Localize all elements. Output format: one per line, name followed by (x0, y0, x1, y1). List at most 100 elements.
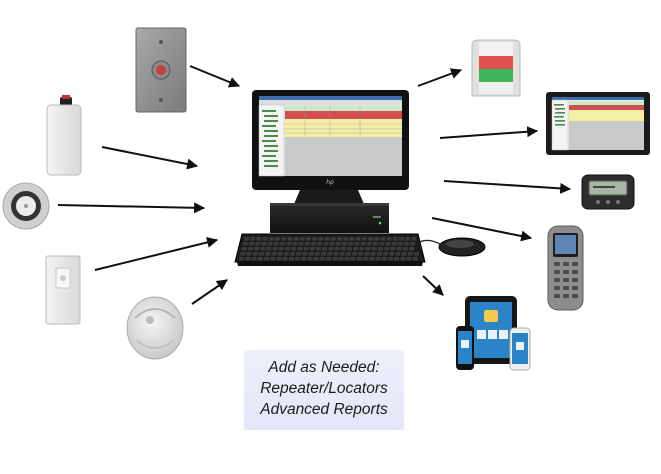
keyboard-key (285, 247, 290, 251)
keyboard-key (282, 257, 288, 261)
keyboard-key (266, 247, 272, 251)
keyboard-key (366, 242, 372, 246)
keyboard-key (313, 257, 319, 261)
keyboard-key (324, 237, 330, 241)
keyboard-key (245, 257, 251, 261)
keyboard-key (271, 252, 277, 256)
keyboard-key (250, 237, 256, 241)
keyboard-key (242, 242, 248, 246)
keyboard-key (381, 257, 387, 261)
keyboard-key (405, 237, 411, 241)
keyboard-key (342, 242, 347, 246)
wall-call-switch-icon (45, 255, 81, 325)
keyboard-key (272, 247, 278, 251)
keyboard-key (240, 252, 246, 256)
keyboard-key (348, 242, 354, 246)
keyboard-key (328, 247, 334, 251)
keyboard-key (239, 257, 245, 261)
keyboard-key (270, 257, 276, 261)
keyboard-key (376, 252, 382, 256)
keyboard-key (323, 242, 329, 246)
keyboard-key (297, 247, 303, 251)
arrow-pendant-to-hub (101, 146, 199, 170)
keyboard-key (337, 237, 342, 241)
wall-pull-station-icon (135, 27, 187, 113)
keyboard-key (247, 247, 253, 251)
keyboard-key (307, 257, 313, 261)
add-as-needed-caption: Add as Needed: Repeater/Locators Advance… (244, 350, 404, 430)
keyboard-key (339, 252, 345, 256)
keyboard-key (329, 242, 335, 246)
keyboard-key (394, 257, 400, 261)
keyboard-key (404, 242, 409, 246)
keyboard-icon (234, 233, 426, 266)
keyboard-key (407, 252, 413, 256)
monitoring-workstation: hp (234, 90, 486, 266)
keyboard-key (347, 247, 352, 251)
keyboard-key (261, 242, 267, 246)
keyboard-key (303, 247, 309, 251)
keyboard-key (295, 257, 300, 261)
keyboard-key (399, 237, 404, 241)
keyboard-key (293, 237, 299, 241)
keyboard-key (287, 237, 293, 241)
keyboard-key (246, 252, 252, 256)
arrow-hub-to-remote-monitor (439, 126, 539, 139)
keyboard-key (312, 237, 318, 241)
arrow-motion-sensor-to-hub (191, 279, 228, 305)
arrow-pull-station-to-hub (189, 65, 241, 88)
keyboard-key (406, 257, 412, 261)
keyboard-key (291, 247, 297, 251)
keyboard-key (262, 237, 268, 241)
keyboard-key (340, 247, 346, 251)
keyboard-key (306, 237, 311, 241)
keyboard-key (361, 237, 367, 241)
keyboard-key (256, 237, 262, 241)
keyboard-key (352, 252, 357, 256)
keyboard-key (321, 252, 326, 256)
keyboard-key (314, 252, 320, 256)
ceiling-motion-sensor-icon (126, 296, 184, 360)
keyboard-key (283, 252, 289, 256)
keyboard-key (251, 257, 257, 261)
keyboard-key (383, 252, 388, 256)
caption-line-2: Repeater/Locators (260, 380, 388, 397)
dome-light-icon (471, 39, 521, 97)
keyboard-key (390, 247, 396, 251)
mouse-icon (419, 237, 486, 257)
keyboard-key (334, 247, 340, 251)
keyboard-key (292, 242, 298, 246)
keyboard-key (252, 252, 258, 256)
keyboard-key (275, 237, 280, 241)
keyboard-key (335, 242, 341, 246)
caption-line-3: Advanced Reports (260, 401, 388, 418)
keyboard-key (345, 252, 351, 256)
keyboard-key (397, 242, 403, 246)
caption-line-1: Add as Needed: (268, 359, 380, 376)
keyboard-key (395, 252, 401, 256)
keyboard-key (365, 247, 371, 251)
keyboard-key (364, 252, 370, 256)
keyboard-key (392, 237, 398, 241)
keyboard-key (379, 242, 385, 246)
keyboard-key (318, 237, 324, 241)
tablet-and-phones-icon (456, 296, 531, 371)
keyboard-key (402, 247, 408, 251)
keyboard-key (401, 252, 407, 256)
keyboard-key (388, 257, 393, 261)
keyboard-key (330, 237, 336, 241)
keyboard-key (368, 237, 373, 241)
arrow-wall-switch-to-hub (94, 237, 219, 271)
keyboard-key (308, 252, 314, 256)
keyboard-key (301, 257, 307, 261)
keyboard-key (396, 247, 402, 251)
keyboard-key (332, 257, 338, 261)
remote-monitor-icon (546, 92, 650, 155)
keyboard-key (290, 252, 295, 256)
keyboard-key (386, 237, 392, 241)
arrow-hub-to-tablet (422, 275, 444, 296)
keyboard-key (255, 242, 261, 246)
keyboard-key (357, 257, 362, 261)
keyboard-key (389, 252, 395, 256)
